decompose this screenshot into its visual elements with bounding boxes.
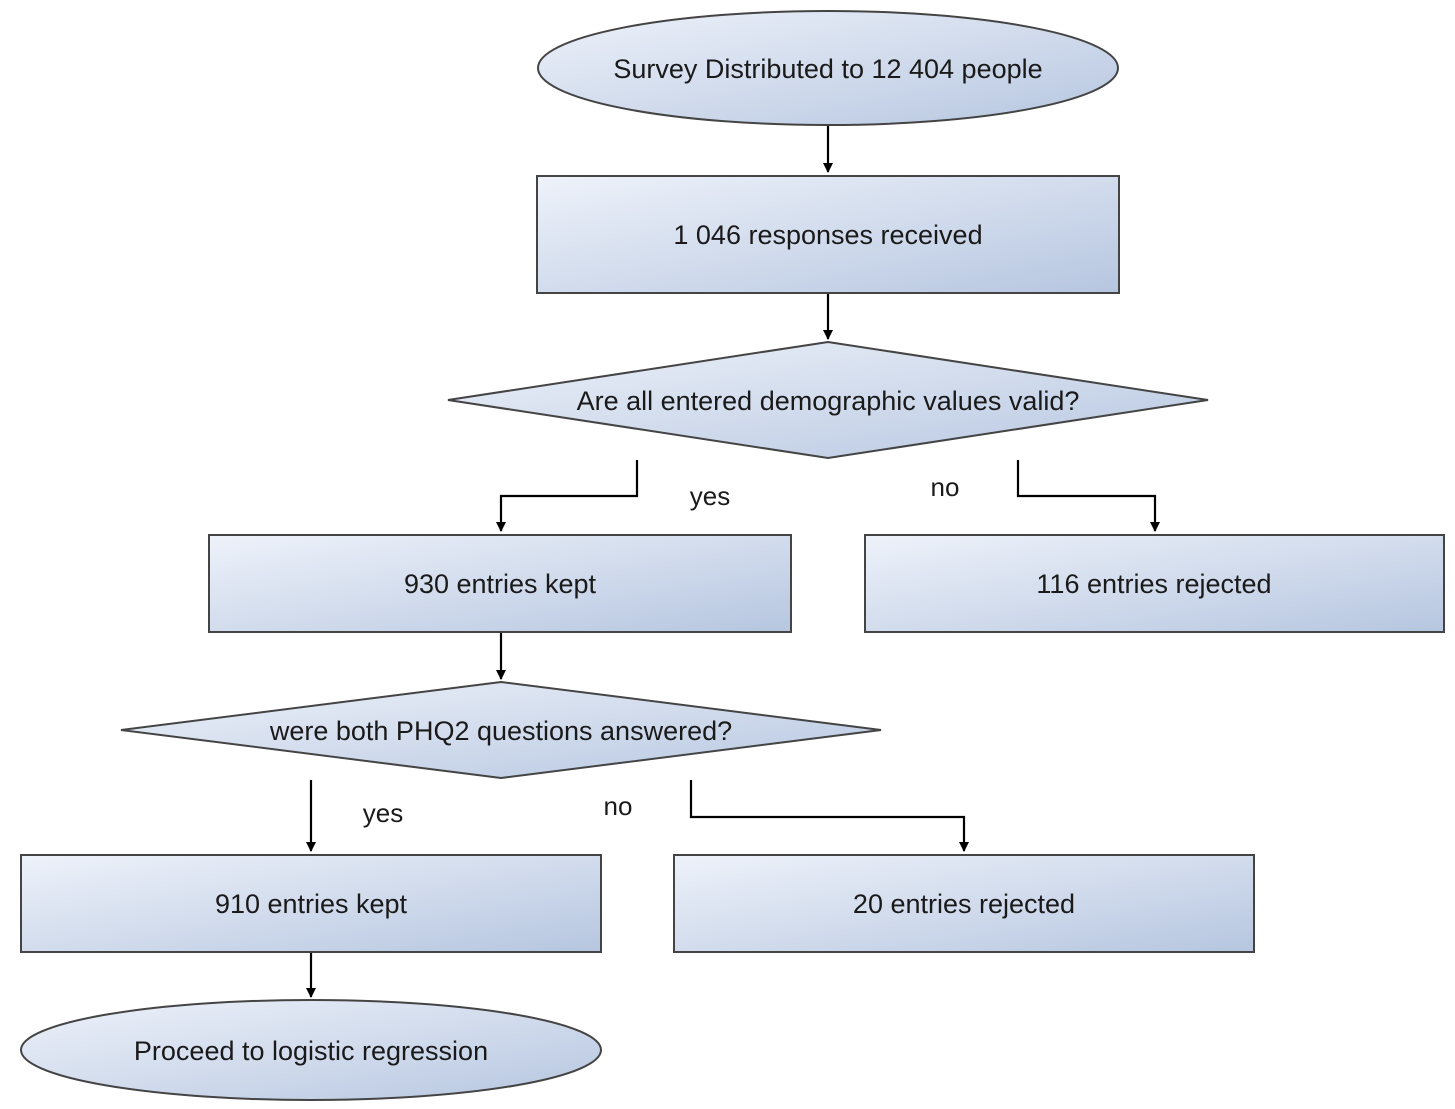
end-ellipse: [20, 999, 602, 1101]
edge-label-demographic-yes: yes: [690, 481, 730, 511]
node-rejected-116-label: 116 entries rejected: [1036, 569, 1271, 599]
node-proceed: Proceed to logistic regression: [20, 999, 602, 1101]
node-decision-demographic-label: Are all entered demographic values valid…: [577, 386, 1080, 416]
arrow-demographic-yes-to-kept-930: [496, 460, 639, 532]
process-box: [536, 175, 1120, 294]
start-ellipse: [537, 10, 1119, 126]
node-rejected-20: 20 entries rejected: [673, 854, 1255, 953]
process-box: [208, 534, 792, 633]
node-proceed-label: Proceed to logistic regression: [134, 1036, 488, 1066]
node-decision-demographic: Are all entered demographic values valid…: [447, 340, 1209, 460]
edge-label-phq2-no: no: [604, 791, 633, 821]
connectors: [306, 125, 1160, 998]
node-decision-phq2-label: were both PHQ2 questions answered?: [269, 716, 732, 746]
arrow-demographic-no-to-rejected-116: [1016, 460, 1160, 532]
decision-diamond: [120, 680, 882, 780]
edge-labels: yes no yes no: [363, 472, 960, 828]
process-box: [20, 854, 602, 953]
decision-diamond: [447, 340, 1209, 460]
node-kept-910-label: 910 entries kept: [215, 889, 408, 919]
edge-label-phq2-yes: yes: [363, 798, 403, 828]
node-survey: Survey Distributed to 12 404 people: [537, 10, 1119, 126]
node-rejected-20-label: 20 entries rejected: [853, 889, 1075, 919]
process-box: [673, 854, 1255, 953]
node-rejected-116: 116 entries rejected: [864, 534, 1445, 633]
node-kept-910: 910 entries kept: [20, 854, 602, 953]
node-decision-phq2: were both PHQ2 questions answered?: [120, 680, 882, 780]
node-kept-930: 930 entries kept: [208, 534, 792, 633]
node-kept-930-label: 930 entries kept: [404, 569, 597, 599]
arrow-phq2-no-to-rejected-20: [689, 780, 969, 852]
node-responses: 1 046 responses received: [536, 175, 1120, 294]
edge-label-demographic-no: no: [931, 472, 960, 502]
process-box: [864, 534, 1445, 633]
node-survey-label: Survey Distributed to 12 404 people: [613, 54, 1042, 84]
node-responses-label: 1 046 responses received: [673, 220, 982, 250]
